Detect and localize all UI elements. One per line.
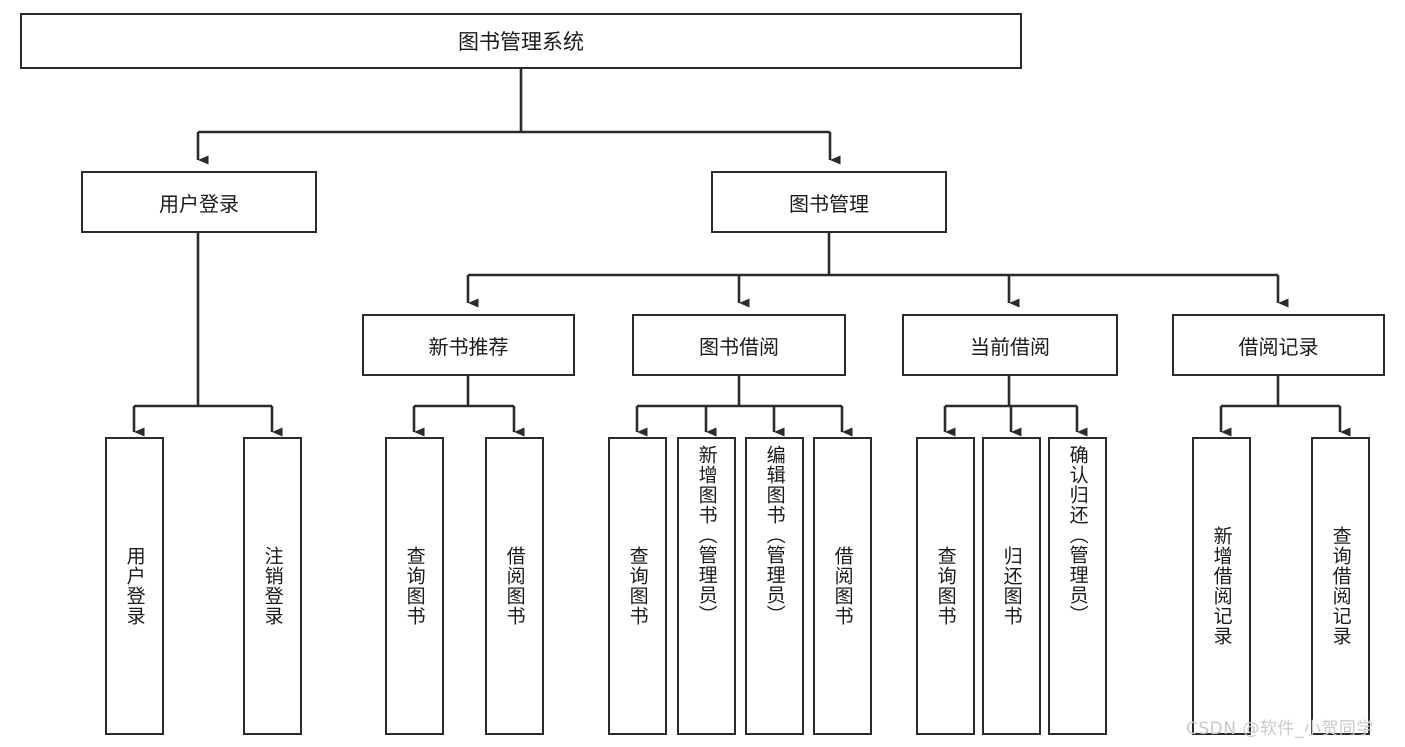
leaf-label: 新增借阅记录: [1210, 526, 1233, 646]
node-leaf-query-book-1[interactable]: 查询图书: [385, 437, 444, 735]
leaf-label: 用户登录: [123, 546, 146, 626]
node-leaf-borrow-book-1[interactable]: 借阅图书: [485, 437, 544, 735]
node-leaf-add-record[interactable]: 新增借阅记录: [1192, 437, 1251, 735]
leaf-label: 查询图书: [403, 546, 426, 626]
node-leaf-user-login[interactable]: 用户登录: [105, 437, 164, 735]
leaf-label: 查询借阅记录: [1329, 526, 1352, 646]
leaf-label: 查询图书: [934, 546, 957, 626]
node-leaf-add-book[interactable]: 新增图书（管理员）: [677, 437, 736, 735]
node-leaf-query-book-2[interactable]: 查询图书: [608, 437, 667, 735]
node-leaf-confirm-return[interactable]: 确认归还（管理员）: [1048, 437, 1107, 735]
node-user-login[interactable]: 用户登录: [81, 171, 317, 233]
node-leaf-logout[interactable]: 注销登录: [243, 437, 302, 735]
node-leaf-query-record[interactable]: 查询借阅记录: [1311, 437, 1370, 735]
leaf-label: 查询图书: [626, 546, 649, 626]
leaf-label: 新增图书（管理员）: [695, 445, 718, 625]
node-borrow-record[interactable]: 借阅记录: [1172, 314, 1385, 376]
leaf-label: 归还图书: [1000, 546, 1023, 626]
node-current-borrow[interactable]: 当前借阅: [902, 314, 1118, 376]
leaf-label: 编辑图书（管理员）: [763, 445, 786, 625]
node-leaf-edit-book[interactable]: 编辑图书（管理员）: [745, 437, 804, 735]
leaf-label: 借阅图书: [503, 546, 526, 626]
leaf-label: 借阅图书: [831, 546, 854, 626]
leaf-label: 确认归还（管理员）: [1066, 445, 1089, 625]
node-book-manage[interactable]: 图书管理: [711, 171, 947, 233]
node-leaf-borrow-book-2[interactable]: 借阅图书: [813, 437, 872, 735]
node-leaf-query-book-3[interactable]: 查询图书: [916, 437, 975, 735]
csdn-watermark: CSDN @软件_小贺同学: [1186, 719, 1374, 739]
leaf-label: 注销登录: [261, 546, 284, 626]
node-book-borrow[interactable]: 图书借阅: [632, 314, 846, 376]
node-root[interactable]: 图书管理系统: [20, 13, 1022, 69]
node-new-book-rec[interactable]: 新书推荐: [362, 314, 575, 376]
node-leaf-return-book[interactable]: 归还图书: [982, 437, 1041, 735]
